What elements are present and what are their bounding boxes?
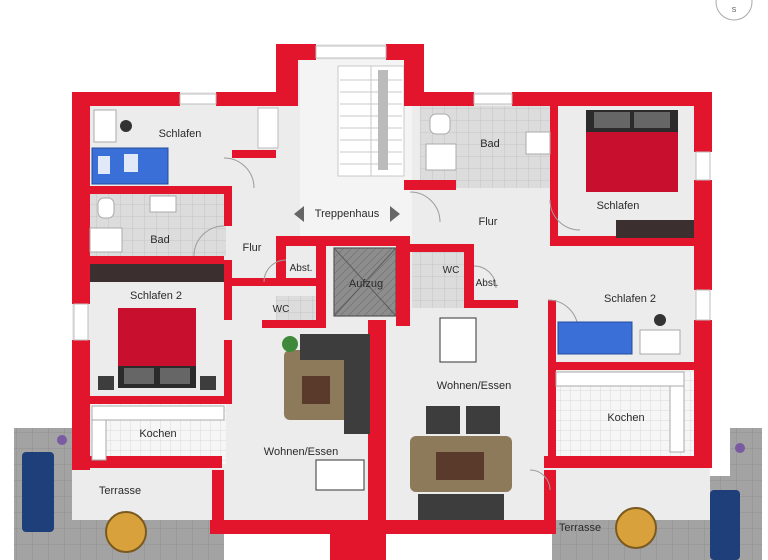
compass-icon: S	[715, 0, 753, 21]
bedroom2-left-furniture	[98, 308, 216, 390]
label-treppenhaus: Treppenhaus	[315, 208, 380, 220]
stair-arrow-right-icon	[390, 206, 400, 222]
kitchen-right-furniture	[555, 371, 685, 453]
label-wc-right: WC	[443, 265, 460, 276]
living-right-furniture	[410, 317, 512, 520]
label-terrasse-left: Terrasse	[99, 485, 141, 497]
compass-south-letter: S	[732, 7, 737, 14]
label-wohnen-right: Wohnen/Essen	[437, 380, 511, 392]
bedroom-right-furniture	[586, 110, 694, 238]
label-bad-left: Bad	[150, 234, 170, 246]
bedroom-left-furniture	[91, 107, 279, 185]
label-aufzug: Aufzug	[349, 278, 383, 290]
terrace-left-furniture	[22, 435, 147, 553]
bathroom-right-fixtures	[425, 113, 551, 171]
staircase	[300, 60, 412, 238]
label-flur-right: Flur	[479, 216, 498, 228]
door-swings	[193, 157, 581, 491]
label-abst-left: Abst.	[290, 263, 313, 274]
terrace-right-furniture	[615, 443, 745, 560]
wc-right-floor	[412, 250, 464, 308]
label-terrasse-right: Terrasse	[559, 522, 601, 534]
living-left-furniture	[282, 334, 370, 491]
label-wohnen-left: Wohnen/Essen	[264, 446, 338, 458]
label-schlafen2-left: Schlafen 2	[130, 290, 182, 302]
label-kochen-left: Kochen	[139, 428, 176, 440]
label-abst-right: Abst.	[476, 278, 499, 289]
walls	[72, 44, 712, 560]
label-wc-left: WC	[273, 304, 290, 315]
label-schlafen-left: Schlafen	[159, 128, 202, 140]
stair-arrow-left-icon	[294, 206, 304, 222]
label-bad-right: Bad	[480, 138, 500, 150]
bedroom2-right-furniture	[557, 314, 681, 355]
windows	[73, 45, 711, 341]
label-flur-left: Flur	[243, 242, 262, 254]
bathroom-left-fixtures	[89, 195, 177, 253]
label-schlafen-right: Schlafen	[597, 200, 640, 212]
kitchen-left-furniture	[91, 405, 225, 461]
label-schlafen2-right: Schlafen 2	[604, 293, 656, 305]
wardrobe-left	[90, 264, 224, 282]
label-kochen-right: Kochen	[607, 412, 644, 424]
